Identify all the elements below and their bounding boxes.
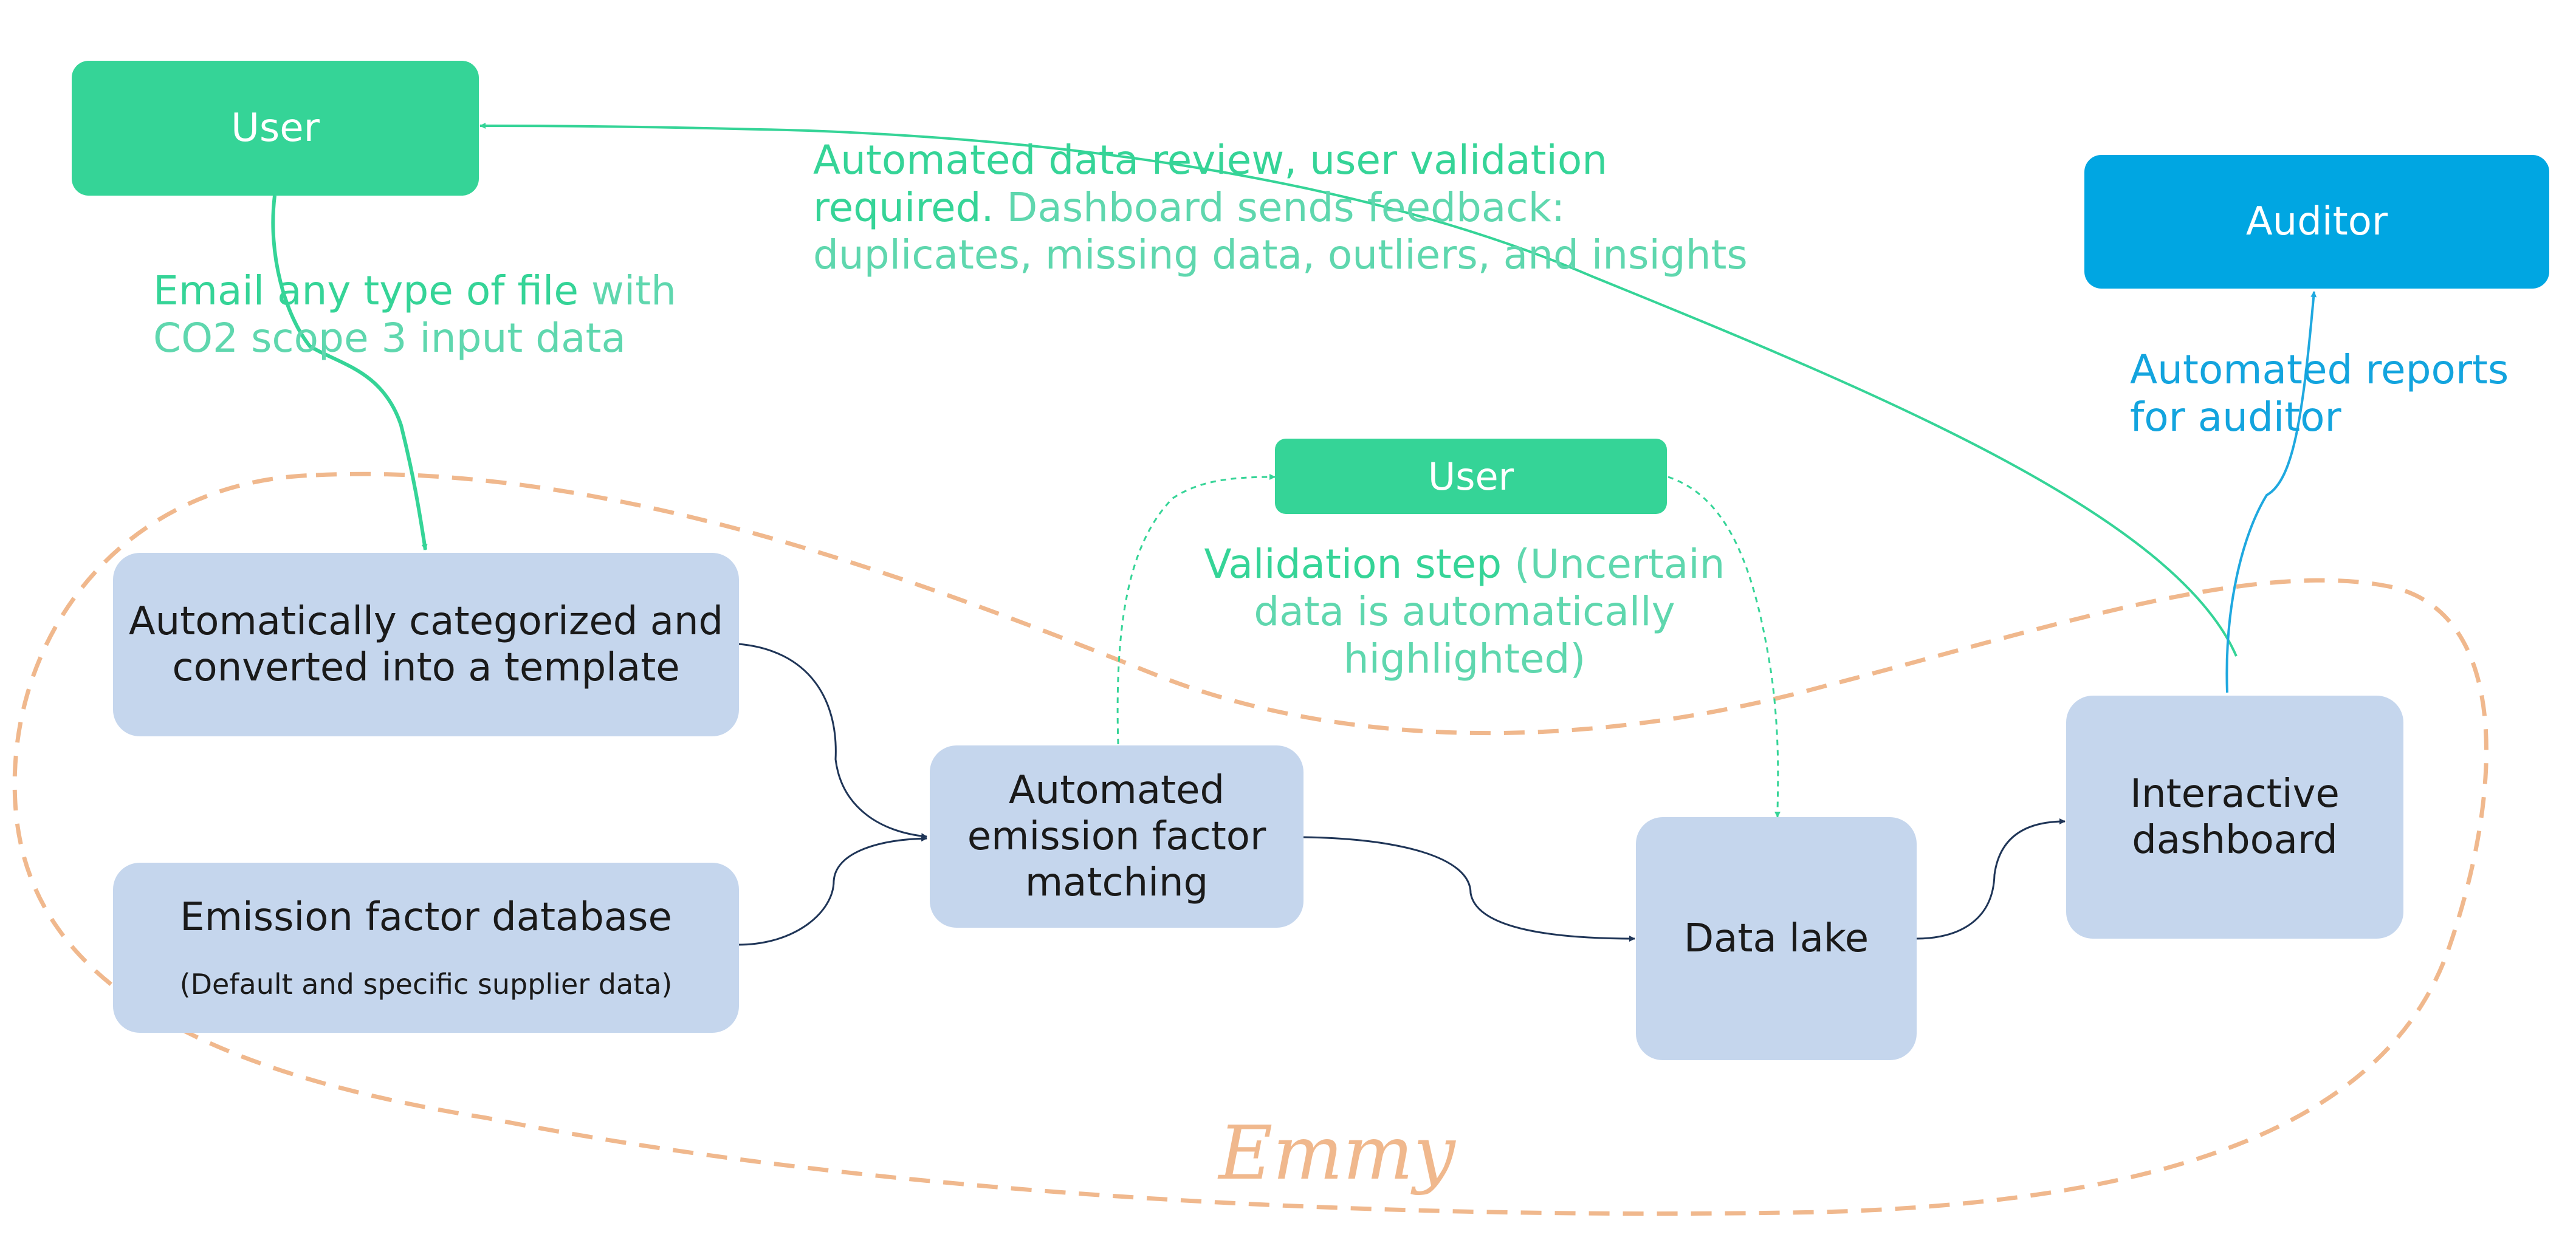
review-annotation-line-1: Automated data review, user validation <box>813 137 1608 183</box>
categorized-node: Automatically categorized and converted … <box>113 553 739 736</box>
review-annotation: Automated data review, user validation r… <box>813 137 1748 279</box>
dashboard-line-1: Interactive <box>2130 772 2340 817</box>
reports-annotation-line-1: Automated reports <box>2130 346 2509 393</box>
validation-annotation-line-2: data is automatically <box>1254 588 1675 635</box>
validation-to-datalake-arrow <box>1668 476 1781 818</box>
email-annotation-line-2: CO2 scope 3 input data <box>153 315 626 361</box>
emission-factor-database-node: Emission factor database (Default and sp… <box>113 863 739 1033</box>
validation-annotation-strong: Validation step <box>1204 541 1502 587</box>
user-validation-label: User <box>1427 454 1514 499</box>
reports-annotation: Automated reports for auditor <box>2130 346 2509 441</box>
review-annotation-strong: required. <box>813 184 994 231</box>
database-subtitle: (Default and specific supplier data) <box>179 968 673 1001</box>
email-annotation-rest: with <box>578 267 676 314</box>
data-lake-label: Data lake <box>1683 916 1869 961</box>
user-top-label: User <box>231 106 320 151</box>
emission-factor-matching-node: Automated emission factor matching <box>930 745 1303 928</box>
email-annotation: Email any type of file with CO2 scope 3 … <box>153 267 676 362</box>
auditor-arrow <box>2225 291 2317 693</box>
email-annotation-strong: Email any type of file <box>153 267 579 314</box>
auditor-label: Auditor <box>2245 199 2388 244</box>
reports-annotation-line-2: for auditor <box>2130 394 2341 440</box>
review-annotation-line-2: required. Dashboard sends feedback: <box>813 184 1748 231</box>
matching-line-1: Automated <box>1008 768 1225 813</box>
validation-annotation: Validation step (Uncertain data is autom… <box>1179 541 1750 683</box>
datalake-to-dashboard-arrow <box>1915 818 2066 940</box>
review-annotation-line-3: duplicates, missing data, outliers, and … <box>813 231 1748 278</box>
dashboard-line-2: dashboard <box>2132 818 2338 863</box>
matching-line-3: matching <box>1025 860 1209 905</box>
categorized-line-1: Automatically categorized and <box>128 599 724 644</box>
categorized-line-2: converted into a template <box>172 645 680 690</box>
matching-line-2: emission factor <box>967 814 1266 859</box>
review-annotation-rest: Dashboard sends feedback: <box>994 184 1565 231</box>
data-lake-node: Data lake <box>1636 817 1917 1060</box>
validation-annotation-rest: (Uncertain <box>1502 541 1725 587</box>
validation-annotation-line-3: highlighted) <box>1343 635 1586 682</box>
interactive-dashboard-node: Interactive dashboard <box>2066 696 2403 939</box>
email-annotation-line-1: Email any type of file with <box>153 267 676 315</box>
database-title: Emission factor database <box>180 895 672 940</box>
email-arrow <box>271 195 428 550</box>
matching-to-datalake-arrow <box>1303 836 1635 942</box>
feedback-arrow <box>479 123 2238 657</box>
emmy-label: Emmy <box>1217 1110 1456 1196</box>
auditor-node: Auditor <box>2084 155 2549 289</box>
user-top-node: User <box>72 61 479 196</box>
validation-annotation-line-1: Validation step (Uncertain <box>1179 541 1750 588</box>
database-to-matching-arrow <box>738 835 927 946</box>
user-validation-node: User <box>1275 439 1667 514</box>
categorized-to-matching-arrow <box>738 643 927 840</box>
